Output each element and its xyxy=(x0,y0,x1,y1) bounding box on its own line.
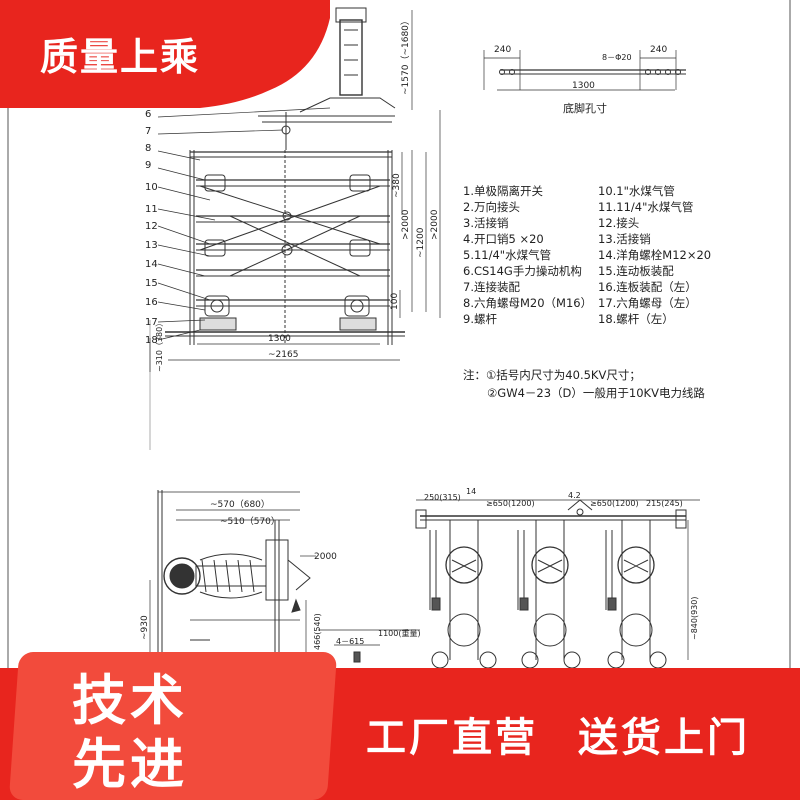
base-dim-right: 240 xyxy=(650,45,667,55)
part-number: 13 xyxy=(145,240,158,251)
legend-item: 5.11/4"水煤气管 xyxy=(463,248,552,262)
side-dim-4615: 4－615 xyxy=(336,637,364,646)
legend-item: 4.开口销5 ×20 xyxy=(463,232,544,246)
base-dim-left: 240 xyxy=(494,45,511,55)
three-phase-drawing xyxy=(415,499,700,669)
legend-item: 13.活接销 xyxy=(598,232,651,246)
base-dim-holes: 8－Φ20 xyxy=(602,53,632,62)
legend-item: 3.活接销 xyxy=(463,216,509,230)
part-number: 8 xyxy=(145,143,151,154)
part-number: 14 xyxy=(145,259,158,270)
front-view-drawing xyxy=(149,7,441,372)
dim-top: ~1570（~1680） xyxy=(400,16,411,95)
part-number: 17 xyxy=(145,317,158,328)
banner-top-text: 质量上乘 xyxy=(40,35,201,79)
three-phase-labels: 250(315) 14 ≥650(1200) 4.2 ≥650(1200) 21… xyxy=(424,487,699,640)
dim-2000-b: >2000 xyxy=(430,209,440,240)
base-holes-labels: 240 240 8－Φ20 1300 底脚孔寸 xyxy=(494,45,667,115)
legend-item: 15.连动板装配 xyxy=(598,264,674,278)
side-view-labels: ~570（680） ~510（570） 2000 ~930 466(540) 4… xyxy=(140,499,421,650)
side-dim-570: ~570（680） xyxy=(210,499,270,510)
part-number: 15 xyxy=(145,278,158,289)
tp-dim-650-a: ≥650(1200) xyxy=(486,499,535,508)
part-number: 7 xyxy=(145,126,151,137)
part-number: 10 xyxy=(145,182,158,193)
legend-item: 17.六角螺母（左） xyxy=(598,296,697,310)
dim-100: 100 xyxy=(390,293,400,310)
side-dim-930: ~930 xyxy=(140,615,150,640)
tp-dim-42: 4.2 xyxy=(568,491,581,500)
part-number: 9 xyxy=(145,160,151,171)
dim-380: ~380 xyxy=(392,173,402,198)
legend-item: 2.万向接头 xyxy=(463,200,520,214)
part-number: 18 xyxy=(145,335,158,346)
slogan-right: 送货上门 xyxy=(578,715,750,761)
dim-1200: ~1200 xyxy=(416,227,426,258)
tp-dim-840: ~840(930) xyxy=(690,597,699,640)
side-view-drawing xyxy=(149,490,420,663)
legend-item: 12.接头 xyxy=(598,216,640,230)
side-dim-1100: 1100(重量) xyxy=(378,628,421,638)
part-number: 12 xyxy=(145,221,158,232)
tp-dim-215: 215(245) xyxy=(646,499,683,508)
tp-dim-14: 14 xyxy=(466,487,476,496)
legend-item: 11.11/4"水煤气管 xyxy=(598,200,694,214)
dim-310: ~310（380） xyxy=(155,319,164,372)
part-number: 6 xyxy=(145,109,151,120)
base-dim-total: 1300 xyxy=(572,81,595,91)
legend-item: 14.洋角螺栓M12×20 xyxy=(598,248,712,262)
legend-item: 6.CS14G手力操动机构 xyxy=(463,264,582,278)
dim-1300: 1300 xyxy=(268,334,291,344)
legend-item: 1.单极隔离开关 xyxy=(463,184,543,198)
legend-item: 18.螺杆（左） xyxy=(598,312,674,326)
base-holes-drawing xyxy=(483,50,686,91)
legend-item: 9.螺杆 xyxy=(463,312,497,326)
dim-2000-a: >2000 xyxy=(401,209,411,240)
side-dim-510: ~510（570） xyxy=(220,516,280,527)
banner-top-shape xyxy=(0,0,330,108)
tp-dim-250: 250(315) xyxy=(424,493,461,502)
badge-line-1: 技术 xyxy=(72,669,188,732)
legend-item: 16.连板装配（左） xyxy=(598,280,697,294)
side-dim-2000: 2000 xyxy=(314,552,337,562)
legend-item: 10.1"水煤气管 xyxy=(598,184,675,198)
slogan-left: 工厂直营 xyxy=(366,715,538,761)
legend-item: 7.连接装配 xyxy=(463,280,520,294)
note-line: 注：①括号内尺寸为40.5KV尺寸； xyxy=(463,368,641,382)
side-dim-466: 466(540) xyxy=(313,613,322,650)
note-line: ②GW4－23（D）一般用于10KV电力线路 xyxy=(487,386,705,400)
part-number: 11 xyxy=(145,204,158,215)
part-number: 16 xyxy=(145,297,158,308)
tp-dim-650-b: ≥650(1200) xyxy=(590,499,639,508)
badge-line-2: 先进 xyxy=(72,733,188,796)
front-view-labels: 6 7 8 9 10 11 12 13 14 15 16 17 18 ~1570… xyxy=(145,16,440,372)
base-holes-title: 底脚孔寸 xyxy=(563,101,607,115)
dim-2165: ~2165 xyxy=(268,350,298,360)
legend-item: 8.六角螺母M20（M16） xyxy=(463,296,593,310)
